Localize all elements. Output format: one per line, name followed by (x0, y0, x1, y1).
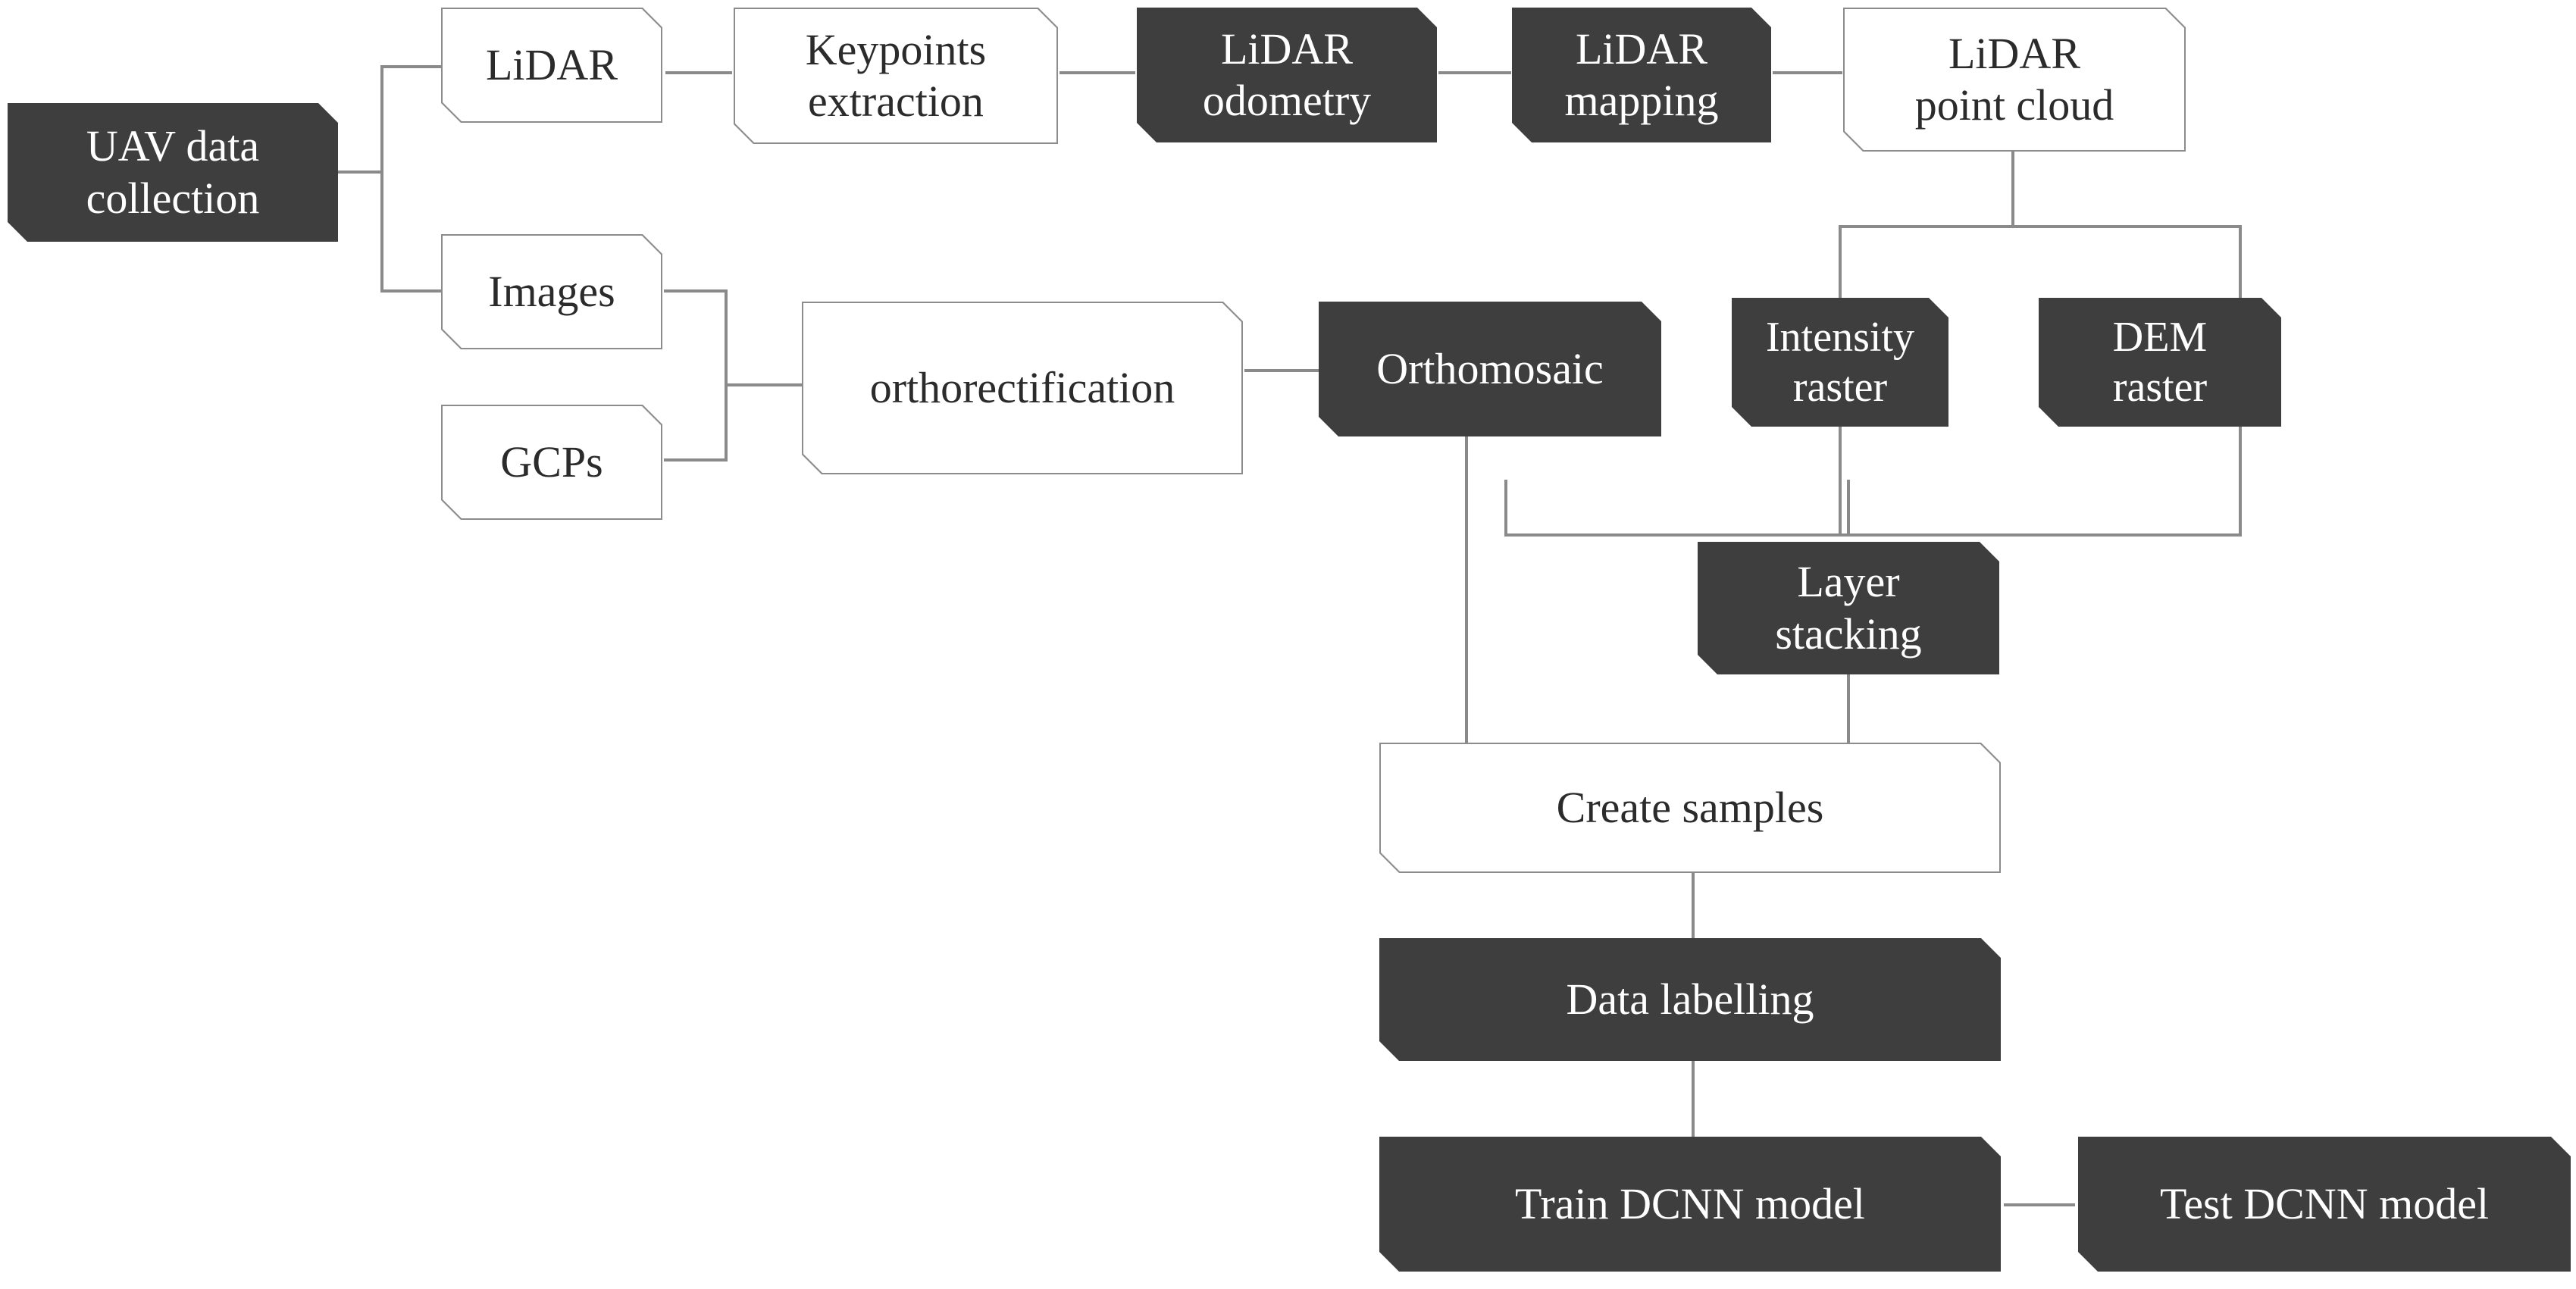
connector-raster-merge-up (1504, 480, 1507, 537)
node-keypoints_extraction-body: Keypoints extraction (735, 9, 1056, 142)
connector-cloud-split-bar (1839, 225, 2242, 228)
node-data_labelling[interactable]: Data labelling (1379, 938, 2001, 1061)
node-test_dcnn_model-label: Test DCNN model (2159, 1178, 2490, 1228)
connector-mapping-to-cloud (1773, 71, 1842, 74)
connector-mosaic-down (1465, 436, 1468, 744)
node-data_labelling-body: Data labelling (1379, 938, 2001, 1061)
connector-dem-down (2239, 427, 2242, 537)
node-gcps[interactable]: GCPs (441, 405, 662, 520)
node-orthorectification[interactable]: orthorectification (802, 302, 1243, 474)
node-lidar-body: LiDAR (443, 9, 661, 121)
node-lidar_mapping[interactable]: LiDAR mapping (1512, 8, 1771, 142)
connector-merge-to-ortho (725, 383, 803, 386)
node-lidar_mapping-body: LiDAR mapping (1512, 8, 1771, 142)
node-lidar_point_cloud-body: LiDAR point cloud (1845, 9, 2184, 150)
node-orthomosaic-body: Orthomosaic (1319, 302, 1661, 436)
node-lidar_point_cloud[interactable]: LiDAR point cloud (1843, 8, 2186, 152)
connector-keypoints-to-odom (1060, 71, 1135, 74)
connector-images-right (664, 289, 728, 293)
node-lidar-label: LiDAR (486, 39, 618, 89)
connector-train-to-test (2004, 1203, 2075, 1206)
node-lidar_mapping-label: LiDAR mapping (1564, 23, 1719, 125)
node-layer_stacking-label: Layer stacking (1775, 557, 1922, 659)
node-images-body: Images (443, 236, 661, 348)
connector-odom-to-mapping (1438, 71, 1511, 74)
node-test_dcnn_model-body: Test DCNN model (2078, 1137, 2571, 1272)
node-create_samples-body: Create samples (1381, 744, 1999, 871)
node-images[interactable]: Images (441, 234, 662, 349)
node-orthomosaic-label: Orthomosaic (1376, 343, 1604, 393)
connector-ortho-to-mosaic (1244, 369, 1320, 372)
node-keypoints_extraction[interactable]: Keypoints extraction (734, 8, 1058, 144)
node-keypoints_extraction-label: Keypoints extraction (805, 24, 987, 126)
node-orthorectification-body: orthorectification (803, 303, 1241, 473)
node-dem_raster-label: DEM raster (2112, 313, 2208, 411)
connector-cloud-to-dem (2239, 225, 2242, 299)
node-orthomosaic[interactable]: Orthomosaic (1319, 302, 1661, 436)
node-train_dcnn_model-label: Train DCNN model (1515, 1178, 1865, 1228)
node-lidar[interactable]: LiDAR (441, 8, 662, 123)
node-layer_stacking-body: Layer stacking (1698, 542, 1999, 674)
connector-label-to-train (1692, 1061, 1695, 1137)
connector-split-to-lidar (380, 65, 443, 68)
connector-gcps-right (664, 458, 728, 461)
node-lidar_odometry-body: LiDAR odometry (1137, 8, 1437, 142)
node-uav_data_collection-body: UAV data collection (8, 103, 338, 242)
node-create_samples[interactable]: Create samples (1379, 743, 2001, 873)
connector-raster-merge-bar (1504, 533, 2242, 537)
node-lidar_odometry[interactable]: LiDAR odometry (1137, 8, 1437, 142)
node-test_dcnn_model[interactable]: Test DCNN model (2078, 1137, 2571, 1272)
node-data_labelling-label: Data labelling (1566, 974, 1814, 1024)
node-gcps-body: GCPs (443, 406, 661, 518)
node-gcps-label: GCPs (500, 436, 603, 487)
connector-stack-to-samples (1847, 674, 1850, 744)
connector-stack-feed (1847, 480, 1850, 537)
connector-split-vertical (380, 65, 383, 293)
connector-cloud-down (2011, 152, 2014, 228)
node-lidar_point_cloud-label: LiDAR point cloud (1914, 28, 2114, 130)
node-create_samples-label: Create samples (1556, 782, 1824, 832)
node-dem_raster-body: DEM raster (2039, 298, 2281, 427)
node-train_dcnn_model-body: Train DCNN model (1379, 1137, 2001, 1272)
node-lidar_odometry-label: LiDAR odometry (1202, 23, 1372, 125)
node-intensity_raster-body: Intensity raster (1732, 298, 1948, 427)
node-dem_raster[interactable]: DEM raster (2039, 298, 2281, 427)
connector-uav-to-split (338, 171, 383, 174)
connector-lidar-to-keypoints (665, 71, 732, 74)
node-uav_data_collection-label: UAV data collection (86, 121, 260, 223)
connector-images-gcps-vertical (725, 289, 728, 461)
connector-intensity-down (1839, 427, 1842, 537)
connector-split-to-images (380, 289, 443, 293)
node-intensity_raster-label: Intensity raster (1766, 313, 1914, 411)
node-train_dcnn_model[interactable]: Train DCNN model (1379, 1137, 2001, 1272)
node-layer_stacking[interactable]: Layer stacking (1698, 542, 1999, 674)
node-images-label: Images (488, 266, 615, 316)
node-intensity_raster[interactable]: Intensity raster (1732, 298, 1948, 427)
node-uav_data_collection[interactable]: UAV data collection (8, 103, 338, 242)
connector-cloud-to-intensity (1839, 225, 1842, 299)
node-orthorectification-label: orthorectification (869, 362, 1175, 412)
connector-samples-to-label (1692, 873, 1695, 940)
